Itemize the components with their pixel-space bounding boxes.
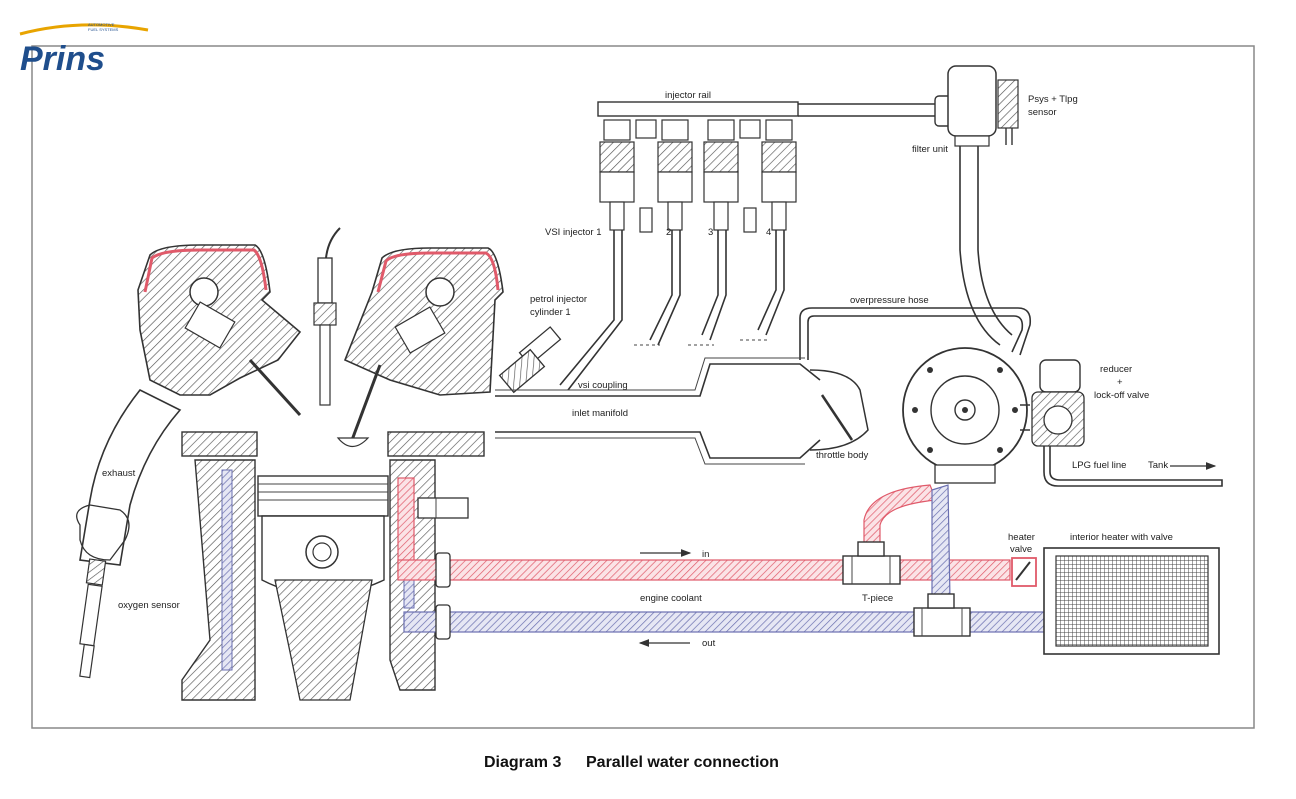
label-injector-rail: injector rail (665, 90, 711, 101)
engine-cylinder-head (137, 244, 504, 448)
label-interior-heater: interior heater with valve (1070, 532, 1173, 543)
injector-rail (597, 101, 935, 117)
logo-tagline-1: AUTOMOTIVE (88, 22, 115, 27)
coolant-in-line (397, 477, 1011, 581)
inlet-manifold (495, 357, 821, 465)
label-engine-coolant: engine coolant (640, 593, 702, 604)
label-reducer-2: + (1117, 377, 1123, 388)
filter-unit (934, 65, 1019, 147)
reducer (902, 347, 1028, 484)
label-oxygen-sensor: oxygen sensor (118, 600, 180, 611)
oxygen-sensor (79, 558, 107, 679)
spark-plug (313, 227, 341, 406)
throttle-body (809, 369, 869, 451)
lock-off-valve (1020, 359, 1085, 447)
label-out: out (702, 638, 716, 649)
label-t-piece: T-piece (862, 593, 893, 604)
t-piece-out (913, 593, 971, 637)
label-vsi-injector: VSI injector 1 (545, 227, 602, 238)
label-petrol-injector-1: petrol injector (530, 294, 587, 305)
caption-title: Parallel water connection (586, 754, 779, 771)
coolant-out-line (403, 484, 1049, 633)
label-throttle-body: throttle body (816, 450, 869, 461)
label-lpg-fuel-line: LPG fuel line (1072, 460, 1126, 471)
interior-heater (1043, 547, 1220, 655)
gas-hose (959, 146, 1013, 346)
lpg-fuel-line (1043, 446, 1223, 487)
injector-hoses (559, 230, 785, 391)
label-injector-2: 2 (666, 227, 671, 238)
vsi-injectors (599, 119, 797, 233)
logo-brand: Prins (20, 40, 105, 78)
label-heater-valve-2: valve (1010, 544, 1032, 555)
t-piece-in (842, 541, 901, 585)
label-exhaust: exhaust (102, 468, 136, 479)
label-petrol-injector-2: cylinder 1 (530, 307, 571, 318)
prins-logo: AUTOMOTIVE FUEL SYSTEMS Prins (19, 22, 149, 78)
caption-number: Diagram 3 (484, 754, 561, 771)
label-psys-sensor-2: sensor (1028, 107, 1057, 118)
label-vsi-coupling: vsi coupling (578, 380, 628, 391)
vsi-injector-1 (599, 119, 635, 231)
label-heater-valve-1: heater (1008, 532, 1035, 543)
label-psys-sensor-1: Psys + Tlpg (1028, 94, 1078, 105)
label-inlet-manifold: inlet manifold (572, 408, 628, 419)
label-reducer-1: reducer (1100, 364, 1132, 375)
vsi-injector-3 (703, 119, 739, 231)
vsi-injector-4 (761, 119, 797, 231)
overpressure-hose-line (799, 307, 1032, 360)
label-injector-3: 3 (708, 227, 713, 238)
label-injector-4: 4 (766, 227, 771, 238)
label-reducer-3: lock-off valve (1094, 390, 1149, 401)
petrol-injector (498, 326, 562, 394)
label-in: in (702, 549, 709, 560)
heater-valve (1011, 557, 1037, 587)
diagram-frame (31, 45, 1255, 729)
vsi-injector-2 (657, 119, 693, 231)
label-filter-unit: filter unit (912, 144, 948, 155)
label-overpressure-hose: overpressure hose (850, 295, 929, 306)
engine-block (181, 431, 485, 701)
logo-swoosh (19, 23, 149, 36)
hose-clamps (435, 552, 451, 640)
label-tank: Tank (1148, 460, 1168, 471)
logo-tagline-2: FUEL SYSTEMS (88, 27, 119, 32)
